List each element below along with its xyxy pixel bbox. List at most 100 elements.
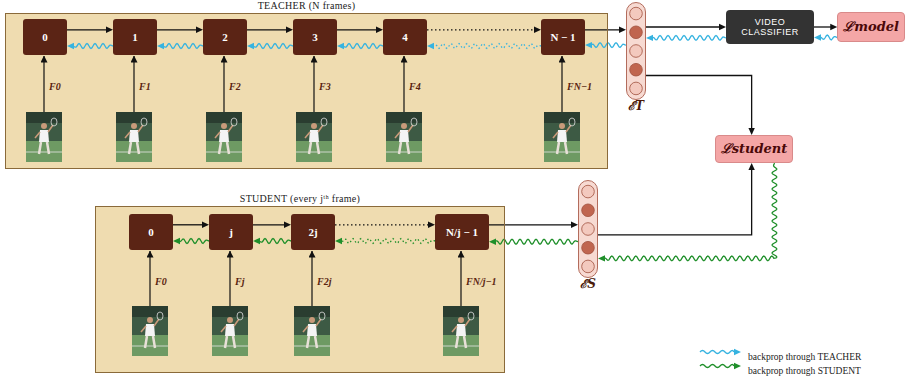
- vector-cell: [630, 82, 643, 95]
- node-label: 1: [132, 31, 138, 44]
- arrowhead: [489, 239, 496, 245]
- vector-label: ℰT: [628, 99, 644, 113]
- vector-label: ℰS: [580, 277, 596, 291]
- arrowhead: [748, 163, 754, 170]
- arrowhead: [337, 43, 344, 49]
- forward-arrow: [253, 222, 291, 228]
- arrowhead: [253, 238, 260, 244]
- arrowhead: [598, 255, 605, 261]
- text-holder: FN−1: [567, 76, 592, 94]
- video-frame: [132, 306, 168, 356]
- arrowhead: [719, 24, 726, 30]
- frame-input-arrow: [133, 56, 134, 112]
- text-holder: ℰT: [613, 99, 659, 114]
- frame-label: F2: [229, 81, 241, 92]
- text-holder: STUDENT (every jᵗʰ frame): [96, 193, 504, 205]
- connector-line: [585, 29, 621, 30]
- text-holder: TEACHER (N frames): [6, 0, 607, 12]
- node-label: 2: [222, 31, 228, 44]
- arrowhead: [585, 42, 592, 48]
- forward-arrow: [247, 27, 293, 33]
- frame-input-arrow: [403, 56, 404, 112]
- frame-input-arrow: [311, 251, 312, 306]
- backprop-arrow: [646, 35, 726, 41]
- connector-line: [173, 224, 204, 225]
- video-frame: [296, 112, 332, 162]
- panel-title: TEACHER (N frames): [258, 0, 356, 11]
- connector-line: [814, 26, 832, 27]
- frame-input-arrow: [460, 251, 461, 306]
- connector-line: [162, 44, 203, 49]
- backprop-arrow: [427, 43, 541, 49]
- connector-line: [340, 239, 435, 244]
- arrowhead: [646, 35, 653, 41]
- timestep-cell: N/j − 1: [435, 214, 489, 250]
- node-label: 2j: [308, 226, 317, 239]
- vector-cell: [582, 260, 595, 273]
- forward-arrow: [646, 24, 726, 30]
- backprop-arrow: [173, 238, 209, 244]
- connector-line: [646, 76, 752, 131]
- legend-arrowhead: [734, 363, 741, 369]
- forward-arrow: [585, 27, 626, 33]
- arrowhead: [284, 222, 291, 228]
- text-holder: F0: [49, 76, 61, 94]
- timestep-cell: j: [209, 214, 253, 250]
- forward-arrow: [814, 24, 837, 30]
- arrowhead: [157, 43, 164, 49]
- connector-line: [247, 29, 288, 30]
- frame-input-arrow: [149, 251, 150, 306]
- video-frame: [26, 112, 62, 162]
- arrowhead: [196, 27, 203, 33]
- backprop-arrow: [585, 42, 626, 48]
- timestep-cell: 2j: [291, 214, 335, 250]
- frame-label: F4: [409, 81, 421, 92]
- forward-arrow: [173, 222, 209, 228]
- frame-label: Fj: [235, 276, 244, 287]
- forward-arrow: [598, 163, 755, 235]
- vector-cell: [582, 185, 595, 198]
- connector-line: [427, 29, 536, 30]
- timestep-cell: 2: [203, 19, 247, 55]
- frame-label: F2j: [317, 276, 331, 287]
- connector-line: [598, 168, 752, 235]
- connector-line: [819, 35, 837, 40]
- timestep-cell: N − 1: [541, 19, 585, 55]
- arrowhead: [534, 27, 541, 33]
- connector-line: [494, 239, 578, 244]
- backprop-arrow: [598, 163, 777, 262]
- arrowhead: [748, 128, 754, 135]
- node-label: 0: [42, 31, 48, 44]
- connector-line: [337, 29, 378, 30]
- text-holder: F1: [139, 76, 151, 94]
- text-holder: F2j: [317, 271, 331, 289]
- arrowhead: [427, 43, 434, 49]
- frame-input-arrow: [313, 56, 314, 112]
- loss-box: ℒstudent: [715, 135, 794, 163]
- panel-fill: [5, 13, 608, 169]
- text-holder: F2: [229, 76, 241, 94]
- connector-line: [157, 29, 198, 30]
- network-panel: STUDENT (every jᵗʰ frame)0j2jN/j − 1: [95, 206, 505, 373]
- timestep-cell: 0: [129, 214, 173, 250]
- vector-cell: [630, 7, 643, 20]
- backprop-arrow: [337, 43, 383, 49]
- legend-wave-sample: [700, 351, 734, 354]
- timestep-cell: 0: [23, 19, 67, 55]
- arrowhead: [106, 27, 113, 33]
- forward-arrow: [67, 27, 113, 33]
- connector-line: [335, 224, 430, 225]
- forward-arrow: [337, 27, 383, 33]
- frame-arrows: [44, 56, 562, 306]
- panel-fill-group: [5, 13, 608, 373]
- node-label: ℒmodel: [843, 20, 899, 35]
- frame-label: F3: [319, 81, 331, 92]
- vector-cell: [582, 223, 595, 236]
- connector-line: [646, 26, 721, 27]
- arrowhead: [247, 43, 254, 49]
- connector-line: [432, 44, 541, 49]
- arrowhead: [376, 27, 383, 33]
- frame-input-arrow: [229, 251, 230, 306]
- backprop-arrow: [247, 43, 293, 49]
